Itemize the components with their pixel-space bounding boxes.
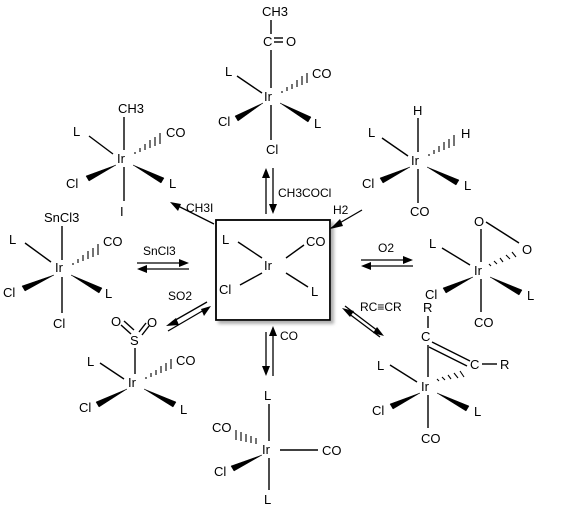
center-metal: Ir <box>264 258 273 273</box>
reagent-so2: SO2 <box>168 289 192 303</box>
acetyl-ligand-cl: Cl <box>218 114 230 129</box>
product-carbonyl: L Ir CO CO Cl L <box>212 388 342 507</box>
acetyl-ligand-co: CO <box>312 66 332 81</box>
carbonyl-ligand-co-left: CO <box>212 420 232 435</box>
carbonyl-ligand-l-top: L <box>264 388 271 403</box>
so2-ligand-cl: Cl <box>79 400 91 415</box>
peroxo-ligand-co: CO <box>474 315 494 330</box>
arrow-carbonyl <box>262 326 277 376</box>
peroxo-metal: Ir <box>474 263 483 278</box>
peroxo-ligand-l2: L <box>527 288 534 303</box>
stannyl-ligand-l: L <box>9 232 16 247</box>
arrow-peroxo <box>361 256 413 270</box>
center-ligand-tl: L <box>222 232 229 247</box>
hydride-h-top: H <box>413 103 422 118</box>
center-box <box>215 219 331 321</box>
methyl-ch3: CH3 <box>118 101 144 116</box>
stannyl-metal: Ir <box>55 260 64 275</box>
reagent-carbonyl: CO <box>280 329 298 343</box>
alkyne-ligand-cl: Cl <box>372 403 384 418</box>
product-acetyl: CH3 C O Ir L CO Cl L Cl <box>218 4 332 157</box>
alkyne-r-top: R <box>423 300 432 315</box>
product-methyl: CH3 Ir L CO Cl L I <box>66 101 186 219</box>
methyl-ligand-cl: Cl <box>66 176 78 191</box>
hydride-ligand-l2: L <box>464 178 471 193</box>
alkyne-c-right: C <box>470 357 479 372</box>
product-alkyne: R C C R Ir L Cl L CO <box>372 300 509 446</box>
so2-metal: Ir <box>128 375 137 390</box>
alkyne-metal: Ir <box>421 379 430 394</box>
carbonyl-ligand-cl: Cl <box>214 464 226 479</box>
product-hydride: H Ir L H Cl L CO <box>362 103 471 219</box>
arrow-stannyl <box>137 259 189 273</box>
peroxo-o-top: O <box>474 214 484 229</box>
carbonyl-ligand-co-right: CO <box>322 443 342 458</box>
stannyl-ligand-cl2: Cl <box>53 316 65 331</box>
hydride-ligand-cl: Cl <box>362 176 374 191</box>
acetyl-ligand-l: L <box>225 64 232 79</box>
so2-ligand-l2: L <box>180 402 187 417</box>
hydride-h-right: H <box>461 126 470 141</box>
hydride-ligand-co: CO <box>410 204 430 219</box>
so2-ligand-co: CO <box>176 353 196 368</box>
arrow-so2 <box>166 301 211 332</box>
alkyne-ligand-co: CO <box>421 431 441 446</box>
center-ligand-br: L <box>311 284 318 299</box>
peroxo-ligand-cl: Cl <box>425 287 437 302</box>
stannyl-sncl3: SnCl3 <box>44 210 79 225</box>
stannyl-ligand-co: CO <box>103 234 123 249</box>
arrow-methyl <box>170 202 215 225</box>
alkyne-ligand-l: L <box>377 358 384 373</box>
center-ligand-tr: CO <box>306 234 326 249</box>
reagent-peroxo: O2 <box>378 241 394 255</box>
acetyl-carbonyl-c: C <box>263 34 272 49</box>
product-stannyl: SnCl3 Ir L CO Cl L Cl <box>3 210 123 331</box>
hydride-metal: Ir <box>411 153 420 168</box>
methyl-ligand-l: L <box>73 124 80 139</box>
so2-s: S <box>130 333 139 348</box>
methyl-ligand-co: CO <box>166 125 186 140</box>
so2-o-left: O <box>111 314 121 329</box>
so2-o-right: O <box>147 315 157 330</box>
reagent-stannyl: SnCl3 <box>143 244 176 258</box>
arrow-alkyne <box>342 305 384 338</box>
peroxo-o-right: O <box>522 242 532 257</box>
methyl-ligand-i: I <box>120 204 124 219</box>
carbonyl-metal: Ir <box>262 442 271 457</box>
acetyl-metal: Ir <box>264 89 273 104</box>
center-complex: Ir L CO Cl L <box>215 219 331 321</box>
alkyne-ligand-l2: L <box>474 404 481 419</box>
reagent-hydride: H2 <box>333 203 349 217</box>
hydride-ligand-l: L <box>368 125 375 140</box>
reagent-methyl: CH3I <box>186 201 213 215</box>
stannyl-ligand-l2: L <box>105 286 112 301</box>
arrow-acetyl <box>262 168 277 214</box>
reagent-alkyne: RC≡CR <box>360 300 402 314</box>
stannyl-ligand-cl: Cl <box>3 285 15 300</box>
alkyne-r-right: R <box>500 357 509 372</box>
acetyl-ch3: CH3 <box>262 4 288 19</box>
product-so2: O O S Ir L CO Cl L <box>79 314 196 417</box>
so2-ligand-l: L <box>87 354 94 369</box>
acetyl-ligand-l2: L <box>314 116 321 131</box>
methyl-metal: Ir <box>117 151 126 166</box>
carbonyl-ligand-l-bottom: L <box>264 492 271 507</box>
methyl-ligand-l2: L <box>169 176 176 191</box>
peroxo-ligand-l: L <box>429 236 436 251</box>
alkyne-c-top: C <box>421 329 430 344</box>
arrow-hydride <box>330 209 363 229</box>
acetyl-oxygen: O <box>286 34 296 49</box>
acetyl-ligand-cl2: Cl <box>266 142 278 157</box>
product-peroxo: O O Ir L Cl L CO <box>425 214 534 330</box>
center-ligand-bl: Cl <box>219 282 231 297</box>
reagent-acetyl: CH3COCl <box>278 186 331 200</box>
